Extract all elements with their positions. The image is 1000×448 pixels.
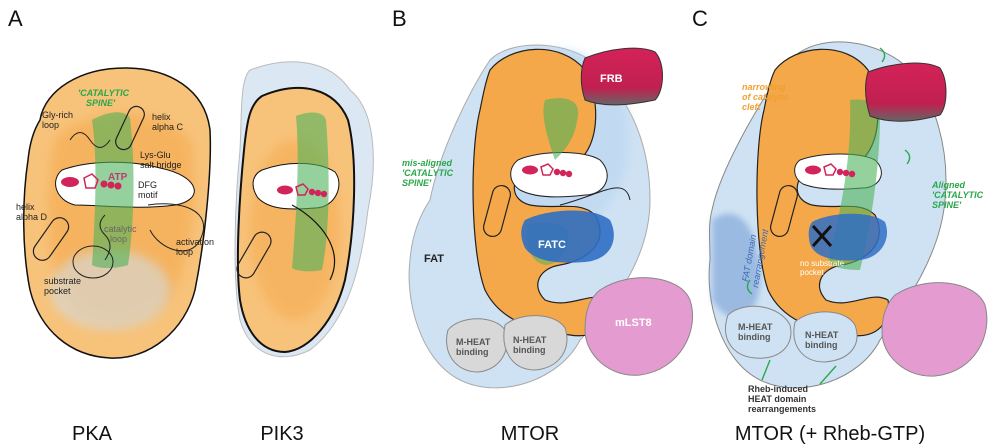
- mtor-diagram: FRB mis-aligned 'CATALYTIC SPINE' FAT FA…: [402, 44, 694, 389]
- aligned-label-2: 'CATALYTIC: [932, 190, 984, 200]
- rheb-n-heat-label-1: N-HEAT: [805, 330, 839, 340]
- atp-label: ATP: [108, 172, 128, 183]
- rheb-frb-domain: [865, 62, 947, 122]
- dfg-label-1: DFG: [138, 180, 157, 190]
- dfg-label-2: motif: [138, 190, 158, 200]
- pka-diagram: 'CATALYTIC SPINE' Gly-rich loop helix al…: [16, 67, 214, 359]
- panel-label-b: B: [392, 6, 407, 31]
- n-heat-label-2: binding: [513, 345, 546, 355]
- misaligned-label-3: SPINE': [402, 178, 432, 188]
- misaligned-label-1: mis-aligned: [402, 158, 453, 168]
- rheb-mlst8-domain: [881, 282, 988, 377]
- rheb-m-heat-label-1: M-HEAT: [738, 322, 773, 332]
- helix-c-label-2: alpha C: [152, 122, 184, 132]
- rheb-n-heat-label-2: binding: [805, 340, 838, 350]
- frb-label: FRB: [600, 73, 623, 85]
- gly-rich-label-2: loop: [42, 120, 59, 130]
- m-heat-binding: [446, 318, 508, 373]
- lys-glu-label-1: Lys-Glu: [140, 150, 171, 160]
- gly-rich-label-1: Gly-rich: [42, 110, 73, 120]
- pik3-atp-molecule: [277, 183, 328, 198]
- n-heat-binding: [503, 315, 568, 371]
- no-substrate-x-mark: [811, 224, 833, 248]
- narrowing-label-2: of catalytic: [742, 92, 789, 102]
- panel-label-a: A: [8, 6, 23, 31]
- helix-d-label-2: alpha D: [16, 212, 48, 222]
- caption-pka: PKA: [72, 423, 113, 445]
- lys-glu-label-2: salt bridge: [140, 160, 182, 170]
- rheb-induced-label-1: Rheb-induced: [748, 384, 808, 394]
- rheb-m-heat-label-2: binding: [738, 332, 771, 342]
- narrowing-label-3: cleft: [742, 102, 762, 112]
- fatc-label: FATC: [538, 239, 566, 251]
- n-heat-label-1: N-HEAT: [513, 335, 547, 345]
- aligned-label-1: Aligned: [931, 180, 966, 190]
- mtor-atp-molecule: [522, 163, 573, 178]
- mlst8-domain: [584, 277, 694, 376]
- helix-alpha-c: [115, 105, 145, 151]
- panel-label-c: C: [692, 6, 708, 31]
- rheb-atp-molecule: [805, 163, 856, 178]
- catalytic-loop-label-1: catalytic: [104, 224, 137, 234]
- no-substrate-label-1: no substrate: [800, 259, 845, 268]
- substrate-label-2: pocket: [44, 286, 71, 296]
- m-heat-label-1: M-HEAT: [456, 337, 491, 347]
- pka-spine-label-1: 'CATALYTIC: [78, 88, 130, 98]
- aligned-label-3: SPINE': [932, 200, 962, 210]
- activation-loop-label-2: loop: [176, 247, 193, 257]
- pik3-diagram: [234, 61, 374, 358]
- pka-catalytic-spine: [92, 112, 134, 269]
- narrowing-label-1: narrowing: [742, 82, 786, 92]
- fatc-domain: [521, 210, 614, 263]
- substrate-pocket: [72, 245, 114, 279]
- helix-c-label-1: helix: [152, 112, 171, 122]
- m-heat-label-2: binding: [456, 347, 489, 357]
- frb-domain: [580, 47, 663, 106]
- no-substrate-label-2: pocket: [800, 268, 824, 277]
- rheb-n-heat-binding: [793, 311, 858, 363]
- helix-alpha-d: [32, 217, 70, 261]
- atp-molecule: [61, 173, 122, 190]
- misaligned-label-2: 'CATALYTIC: [402, 168, 454, 178]
- rheb-m-heat-binding: [725, 305, 792, 359]
- mlst8-label: mLST8: [615, 317, 652, 329]
- mtor-spine: [543, 98, 579, 160]
- rheb-induced-label-3: rearrangements: [748, 404, 816, 414]
- caption-mtor: MTOR: [501, 423, 560, 445]
- activation-loop-label-1: activation: [176, 237, 214, 247]
- caption-pik3: PIK3: [260, 423, 303, 445]
- fat-label: FAT: [424, 253, 444, 265]
- helix-d-label-1: helix: [16, 202, 35, 212]
- mtor-rheb-diagram: narrowing of catalytic cleft Aligned 'CA…: [708, 41, 988, 414]
- caption-mtor-rheb: MTOR (+ Rheb-GTP): [735, 423, 925, 445]
- catalytic-loop-label-2: loop: [110, 234, 127, 244]
- rheb-induced-label-2: HEAT domain: [748, 394, 806, 404]
- substrate-label-1: substrate: [44, 276, 81, 286]
- pka-spine-label-2: SPINE': [86, 98, 116, 108]
